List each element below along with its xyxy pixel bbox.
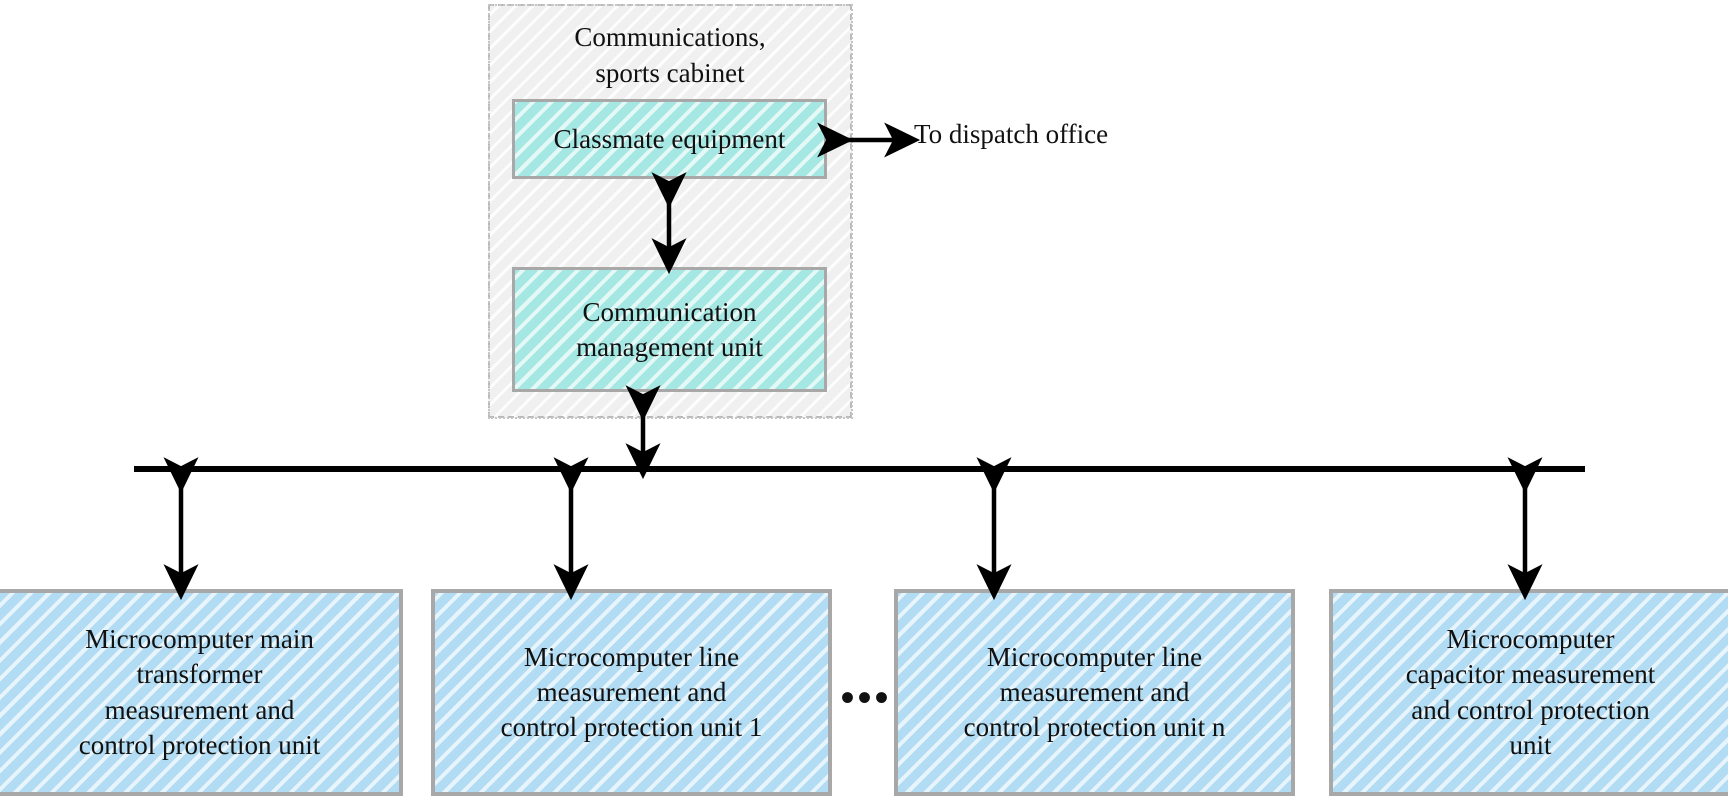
communication-management-unit-box[interactable]: Communication management unit: [512, 267, 827, 392]
cabinet-title: Communications, sports cabinet: [574, 22, 766, 88]
capacitor-unit-box[interactable]: Microcomputer capacitor measurement and …: [1329, 589, 1728, 796]
line-unit-n-box[interactable]: Microcomputer line measurement and contr…: [894, 589, 1295, 796]
communication-bus-line: [134, 466, 1585, 472]
classmate-equipment-box[interactable]: Classmate equipment: [512, 99, 827, 179]
dispatch-office-label: To dispatch office: [914, 119, 1109, 149]
main-transformer-unit-box[interactable]: Microcomputer main transformer measureme…: [0, 589, 403, 796]
ellipsis-separator: •••: [840, 675, 892, 720]
line-unit-1-box[interactable]: Microcomputer line measurement and contr…: [431, 589, 832, 796]
